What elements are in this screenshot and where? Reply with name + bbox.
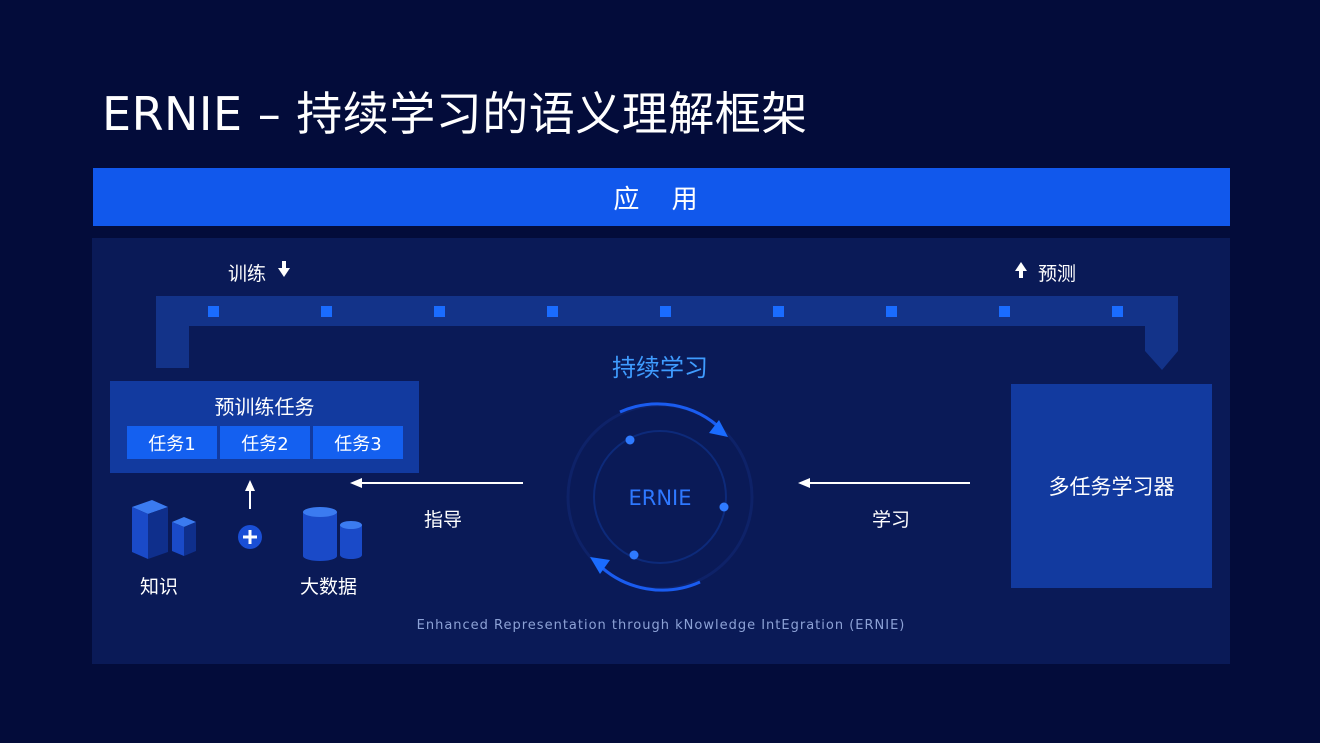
- task-3: 任务3: [313, 426, 403, 459]
- page-title: ERNIE – 持续学习的语义理解框架: [102, 87, 808, 141]
- pretrain-title: 预训练任务: [214, 395, 315, 419]
- ernie-center-label: ERNIE: [628, 486, 692, 510]
- application-bar: 应 用: [93, 168, 1230, 226]
- multitask-learner-box: 多任务学习器: [1011, 384, 1212, 588]
- conveyor-belt: [156, 296, 1178, 370]
- application-label: 应 用: [613, 184, 710, 215]
- predict-label: 预测: [1038, 263, 1077, 285]
- train-label: 训练: [228, 263, 267, 285]
- guide-label: 指导: [424, 509, 463, 531]
- guide-arrow-icon: [350, 478, 523, 488]
- learn-label: 学习: [872, 509, 911, 531]
- conveyor-markers: [208, 306, 1123, 317]
- database-icon: [303, 507, 362, 561]
- input-up-arrow-icon: [245, 480, 255, 509]
- cycle-arrows-icon: [566, 402, 754, 592]
- ernie-full-name: Enhanced Representation through kNowledg…: [416, 618, 906, 633]
- learn-arrow-icon: [798, 478, 970, 488]
- continual-learning-label: 持续学习: [612, 354, 708, 382]
- big-data-label: 大数据: [300, 576, 358, 598]
- pretrain-tasks-box: 预训练任务 任务1 任务2 任务3: [110, 381, 419, 473]
- plus-icon: [238, 525, 262, 549]
- task-2: 任务2: [220, 426, 310, 459]
- up-arrow-icon: [1015, 262, 1027, 278]
- task-1: 任务1: [127, 426, 217, 459]
- multitask-learner-label: 多任务学习器: [1048, 475, 1175, 499]
- knowledge-label: 知识: [140, 576, 179, 598]
- down-arrow-icon: [278, 261, 290, 277]
- cube-icon: [132, 500, 196, 559]
